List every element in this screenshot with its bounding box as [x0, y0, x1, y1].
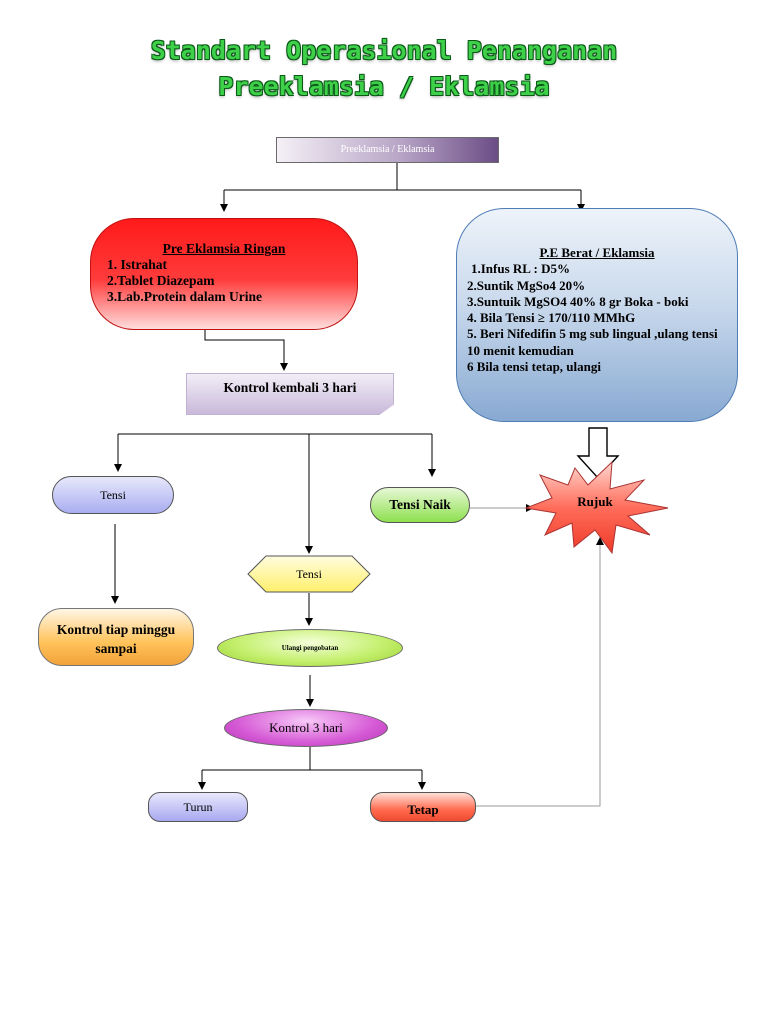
berat-list: 1.Infus RL : D5% 2.Suntik MgSo4 20% 3.Su… — [467, 261, 727, 386]
page-title-line-1: Standart Operasional Penanganan — [150, 36, 618, 65]
node-kontrol-kembali: Kontrol kembali 3 hari — [186, 373, 394, 415]
node-turun: Turun — [148, 792, 248, 822]
arrow-to-kontrol-kembali — [204, 330, 288, 371]
berat-item: 2.Suntik MgSo4 20% — [467, 277, 586, 293]
ringan-item: 2.Tablet Diazepam — [107, 273, 215, 288]
node-ulangi-pengobatan: Ulangi pengobatan — [217, 629, 403, 667]
page-title-line-2: Preeklamsia / Eklamsia — [218, 72, 550, 101]
node-pe-berat-eklamsia: P.E Berat / Eklamsia 1.Infus RL : D5% 2.… — [456, 208, 738, 422]
berat-item: 4. Bila Tensi ≥ 170/110 MMhG — [467, 310, 636, 326]
node-tensi-hex-label: Tensi — [296, 567, 322, 581]
ringan-item: 1. Istrahat — [107, 257, 167, 272]
block-arrow-down — [576, 427, 620, 480]
rujuk-star — [524, 460, 669, 555]
ringan-item: 3.Lab.Protein dalam Urine — [107, 289, 262, 304]
node-pre-eklamsia-ringan: Pre Eklamsia Ringan 1. Istrahat 2.Tablet… — [90, 218, 358, 330]
node-kontrol-3-hari: Kontrol 3 hari — [224, 709, 388, 747]
node-kontrol-tiap-minggu: Kontrol tiap minggu sampai — [38, 608, 194, 666]
node-rujuk-label: Rujuk — [577, 494, 613, 509]
berat-item: 6 Bila tensi tetap, ulangi — [467, 359, 601, 375]
ringan-heading: Pre Eklamsia Ringan — [162, 241, 286, 256]
tensi-hexagon — [247, 555, 371, 593]
node-tensi-left: Tensi — [52, 476, 174, 514]
berat-item: 3.Suntuik MgSO4 40% 8 gr Boka - boki — [467, 293, 689, 309]
arrow-tetap-to-rujuk — [476, 537, 604, 807]
berat-item: 1.Infus RL : D5% — [471, 261, 570, 277]
node-tensi-naik: Tensi Naik — [370, 487, 470, 523]
berat-item: 5. Beri Nifedifin 5 mg sub lingual ,ulan… — [467, 326, 718, 358]
node-preeklamsia-eklamsia: Preeklamsia / Eklamsia — [276, 137, 499, 163]
berat-heading: P.E Berat / Eklamsia — [539, 245, 655, 260]
node-tetap: Tetap — [370, 792, 476, 822]
